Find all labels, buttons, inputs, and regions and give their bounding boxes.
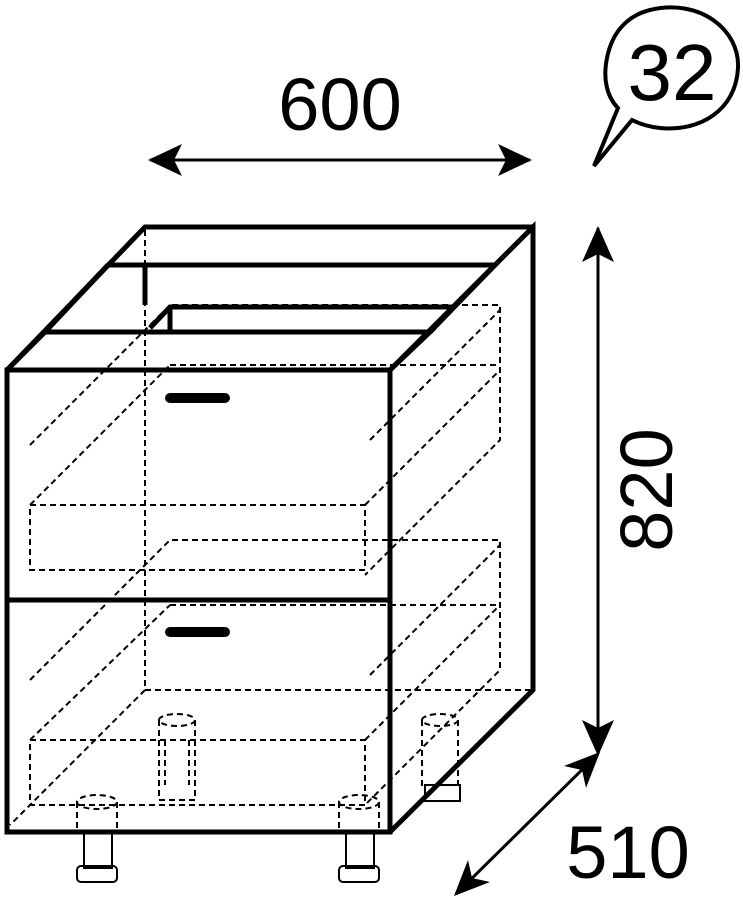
hidden-interior [9,230,530,826]
depth-arrowhead-top [564,752,600,788]
width-arrowhead-left [148,144,182,176]
width-arrowhead-right [498,144,532,176]
upper-drawer-outline [29,304,501,576]
height-label: 820 [605,428,688,551]
depth-arrowhead-bottom [454,860,490,896]
front-right-leg [338,794,380,883]
width-label: 600 [278,63,401,146]
drawer-handles [165,393,230,637]
depth-dimension: 510 [454,752,690,896]
rear-left-leg [158,713,196,801]
badge-number: 32 [628,28,717,117]
rear-right-leg [421,713,461,802]
height-dimension: 820 [582,226,688,756]
lower-drawer-outline [29,539,501,806]
top-back-edge [5,224,533,372]
badge-bubble [592,5,741,168]
height-arrowhead-top [582,226,614,262]
item-number-badge: 32 [592,5,741,168]
depth-label: 510 [566,811,689,894]
height-arrowhead-bottom [582,720,614,756]
upper-drawer-front-hidden [29,504,366,571]
cabinet-carcass [4,220,536,835]
cabinet-right-side [388,220,536,834]
depth-arrow-line [454,752,600,896]
width-dimension: 600 [148,63,532,176]
front-left-leg [76,794,118,883]
lower-drawer-front-hidden [29,739,366,806]
